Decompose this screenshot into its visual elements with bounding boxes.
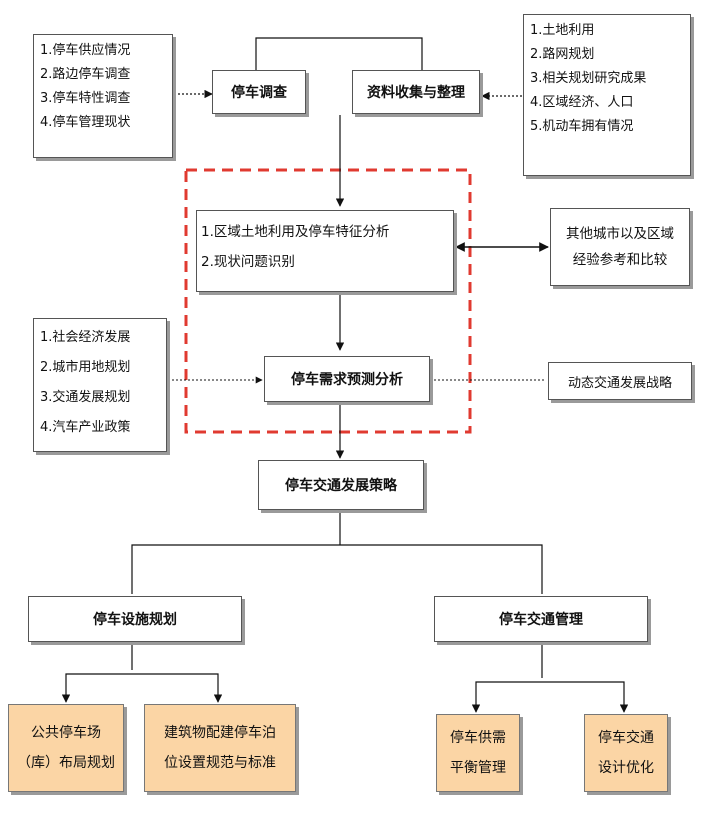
survey-input-item: 1.停车供应情况 — [40, 43, 131, 58]
data-input-item: 1.土地利用 — [530, 23, 595, 38]
supply-demand-line: 停车供需 — [450, 730, 506, 746]
building-parking-box: 建筑物配建停车泊 位设置规范与标准 — [144, 704, 296, 792]
public-parking-line: （库）布局规划 — [17, 755, 115, 771]
data-input-item: 4.区域经济、人口 — [530, 95, 634, 110]
other-cities-box: 其他城市以及区域 经验参考和比较 — [550, 208, 690, 286]
design-optimization-line: 设计优化 — [598, 760, 654, 776]
forecast-inputs-box: 1.社会经济发展 2.城市用地规划 3.交通发展规划 4.汽车产业政策 — [33, 318, 167, 452]
parking-survey-box: 停车调查 — [212, 70, 306, 114]
design-optimization-line: 停车交通 — [598, 730, 654, 746]
analysis-box: 1.区域土地利用及停车特征分析 2.现状问题识别 — [196, 210, 454, 292]
demand-forecast-label: 停车需求预测分析 — [291, 372, 403, 388]
dynamic-strategy-label: 动态交通发展战略 — [567, 375, 672, 391]
forecast-input-item: 3.交通发展规划 — [40, 390, 131, 405]
forecast-input-item: 1.社会经济发展 — [40, 330, 131, 345]
management-branch — [471, 681, 629, 713]
traffic-management-box: 停车交通管理 — [434, 596, 648, 642]
data-input-item: 3.相关规划研究成果 — [530, 71, 647, 86]
supply-demand-line: 平衡管理 — [450, 760, 506, 776]
analysis-item: 1.区域土地利用及停车特征分析 — [201, 224, 390, 240]
analysis-item: 2.现状问题识别 — [201, 254, 295, 270]
data-collection-box: 资料收集与整理 — [352, 70, 480, 114]
supply-demand-box: 停车供需 平衡管理 — [436, 714, 520, 792]
survey-input-item: 4.停车管理现状 — [40, 115, 131, 130]
parking-survey-label: 停车调查 — [231, 85, 287, 101]
traffic-management-label: 停车交通管理 — [499, 612, 583, 628]
forecast-input-item: 2.城市用地规划 — [40, 360, 131, 375]
survey-top-connector — [255, 37, 423, 70]
other-cities-line: 其他城市以及区域 — [566, 226, 674, 242]
facility-planning-box: 停车设施规划 — [28, 596, 242, 642]
survey-input-item: 2.路边停车调查 — [40, 67, 131, 82]
building-parking-line: 建筑物配建停车泊 — [164, 725, 276, 741]
development-strategy-label: 停车交通发展策略 — [285, 478, 397, 494]
survey-inputs-box: 1.停车供应情况 2.路边停车调查 3.停车特性调查 4.停车管理现状 — [33, 34, 173, 158]
data-inputs-box: 1.土地利用 2.路网规划 3.相关规划研究成果 4.区域经济、人口 5.机动车… — [523, 14, 691, 176]
public-parking-box: 公共停车场 （库）布局规划 — [8, 704, 124, 792]
facility-planning-label: 停车设施规划 — [93, 612, 177, 628]
dynamic-strategy-box: 动态交通发展战略 — [548, 362, 692, 400]
public-parking-line: 公共停车场 — [31, 725, 101, 741]
survey-input-item: 3.停车特性调查 — [40, 91, 131, 106]
analysis-dashed-frame — [184, 168, 472, 434]
facility-branch — [61, 673, 223, 703]
demand-forecast-box: 停车需求预测分析 — [264, 356, 430, 402]
other-cities-line: 经验参考和比较 — [572, 252, 668, 268]
design-optimization-box: 停车交通 设计优化 — [584, 714, 668, 792]
building-parking-line: 位设置规范与标准 — [164, 755, 276, 771]
data-input-item: 5.机动车拥有情况 — [530, 119, 634, 134]
data-collection-label: 资料收集与整理 — [367, 85, 465, 101]
development-strategy-box: 停车交通发展策略 — [258, 460, 424, 510]
branch-line — [131, 544, 543, 594]
data-input-item: 2.路网规划 — [530, 47, 595, 62]
forecast-input-item: 4.汽车产业政策 — [40, 420, 131, 435]
